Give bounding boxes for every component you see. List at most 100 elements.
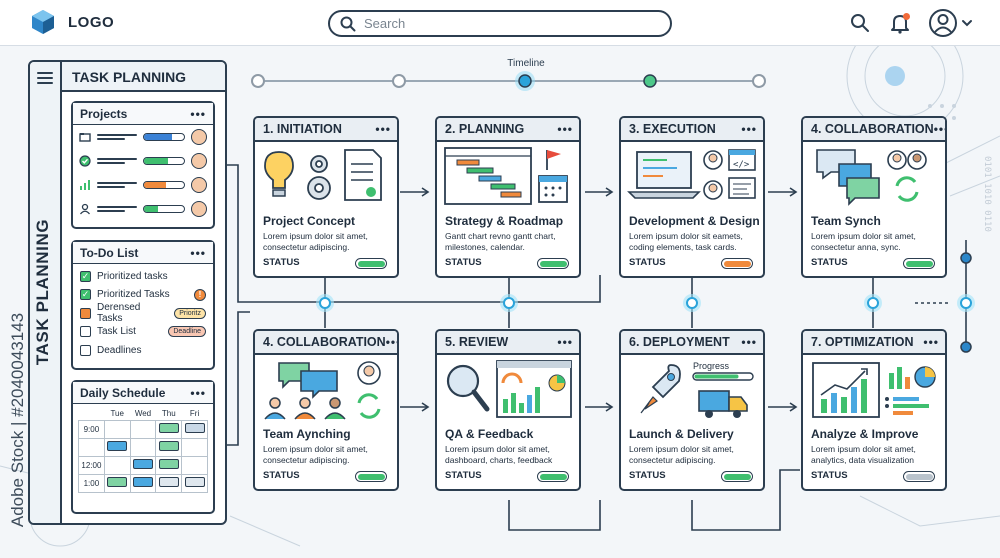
schedule-slot[interactable] [155, 455, 183, 475]
workflow-card[interactable]: 4. COLLABORATION ••• Team Synch Lorem ip… [801, 116, 947, 278]
schedule-slot[interactable] [181, 419, 208, 439]
card-illustration [809, 146, 939, 208]
schedule-slot[interactable] [103, 473, 131, 493]
more-options-icon[interactable]: ••• [375, 122, 391, 136]
card-illustration [443, 359, 573, 421]
todo-item[interactable]: Deadlines [73, 341, 213, 360]
card-subtitle: Development & Design [629, 214, 760, 228]
search-button[interactable] [848, 11, 872, 35]
status-toggle[interactable] [721, 471, 753, 482]
avatar[interactable] [191, 177, 207, 193]
schedule-slot[interactable] [181, 455, 208, 475]
schedule-event-block[interactable] [158, 441, 179, 451]
schedule-slot[interactable] [155, 419, 183, 439]
workflow-card[interactable]: 6. DEPLOYMENT ••• Progress Launch & Deli… [619, 329, 765, 491]
project-text-lines [97, 156, 137, 166]
status-toggle[interactable] [903, 471, 935, 482]
todo-checkbox[interactable]: ✓ [80, 289, 91, 301]
schedule-event-block[interactable] [132, 477, 153, 487]
schedule-slot[interactable] [103, 437, 131, 457]
schedule-day-header: Fri [189, 409, 200, 419]
developer-avatar-icon [703, 150, 723, 200]
flag-icon [546, 150, 561, 170]
todo-checkbox[interactable]: ✓ [80, 270, 91, 282]
todo-label: Prioritized Tasks [97, 289, 170, 301]
schedule-slot[interactable] [155, 473, 183, 493]
schedule-slot[interactable] [155, 437, 183, 457]
status-toggle[interactable] [537, 258, 569, 269]
more-options-icon[interactable]: ••• [741, 122, 757, 136]
schedule-slot[interactable] [129, 419, 157, 439]
status-toggle[interactable] [721, 258, 753, 269]
status-toggle[interactable] [355, 471, 387, 482]
card-subtitle: Launch & Delivery [629, 427, 734, 441]
more-options-icon[interactable]: ••• [385, 335, 397, 349]
project-row[interactable] [73, 149, 213, 173]
status-toggle[interactable] [355, 258, 387, 269]
notifications-button[interactable] [888, 11, 912, 35]
avatar[interactable] [191, 201, 207, 217]
workflow-card[interactable]: 5. REVIEW ••• QA & Feedback Lorem ipsum … [435, 329, 581, 491]
hamburger-menu-icon[interactable] [37, 72, 53, 87]
project-row[interactable] [73, 173, 213, 197]
user-menu-button[interactable] [928, 9, 976, 37]
schedule-event-block[interactable] [158, 423, 179, 433]
schedule-event-block[interactable] [184, 423, 205, 433]
avatar[interactable] [191, 153, 207, 169]
schedule-event-block[interactable] [132, 459, 153, 469]
project-row[interactable] [73, 125, 213, 149]
workflow-card[interactable]: 7. OPTIMIZATION ••• Analyze & Improve Lo… [801, 329, 947, 491]
schedule-slot[interactable] [181, 473, 208, 493]
search-input[interactable] [364, 16, 644, 31]
schedule-header: Daily Schedule ••• [73, 382, 213, 404]
project-row[interactable] [73, 197, 213, 221]
schedule-slot[interactable] [103, 419, 131, 439]
card-header: 2. PLANNING ••• [437, 118, 579, 142]
workflow-card[interactable]: 4. COLLABORATION ••• Team Aynching Lorem… [253, 329, 399, 491]
todo-checkbox[interactable] [80, 326, 91, 338]
schedule-event-block[interactable] [107, 477, 128, 487]
schedule-time: 1:00 [78, 473, 105, 493]
bar-chart-icon [79, 179, 91, 191]
more-options-icon[interactable]: ••• [190, 385, 206, 400]
logo[interactable]: LOGO [30, 9, 114, 35]
more-options-icon[interactable]: ••• [741, 335, 757, 349]
schedule-event-block[interactable] [158, 477, 179, 487]
schedule-slot[interactable] [129, 437, 157, 457]
schedule-slot[interactable] [181, 437, 208, 457]
panel-title: TASK PLANNING [62, 62, 225, 92]
card-subtitle: QA & Feedback [445, 427, 534, 441]
schedule-slot[interactable] [129, 473, 157, 493]
status-toggle[interactable] [537, 471, 569, 482]
card-description: Lorem ipsum dolor sit amet, consectetur … [263, 444, 368, 465]
schedule-event-block[interactable] [158, 459, 179, 469]
todo-checkbox[interactable] [80, 307, 91, 319]
timeline-label: Timeline [507, 58, 545, 69]
todo-checkbox[interactable] [80, 344, 91, 356]
schedule-event-block[interactable] [107, 441, 128, 451]
todo-item[interactable]: ✓Prioritized Tasks! [73, 286, 213, 305]
schedule-day-header: Tue [110, 409, 124, 419]
more-options-icon[interactable]: ••• [923, 335, 939, 349]
todo-item[interactable]: ✓Prioritized tasks [73, 267, 213, 286]
avatar[interactable] [191, 129, 207, 145]
more-options-icon[interactable]: ••• [557, 122, 573, 136]
search-bar[interactable] [328, 10, 672, 37]
more-options-icon[interactable]: ••• [190, 106, 206, 121]
schedule-slot[interactable] [129, 455, 157, 475]
workflow-card[interactable]: 2. PLANNING ••• Strategy & Roadmap Gantt… [435, 116, 581, 278]
schedule-slot[interactable] [103, 455, 131, 475]
user-avatar-icon [357, 361, 381, 385]
card-subtitle: Analyze & Improve [811, 427, 919, 441]
more-options-icon[interactable]: ••• [190, 245, 206, 260]
workflow-card[interactable]: 1. INITIATION ••• Project Concept Lorem … [253, 116, 399, 278]
calendar-icon [538, 175, 568, 203]
document-icon [344, 149, 382, 201]
status-toggle[interactable] [903, 258, 935, 269]
more-options-icon[interactable]: ••• [557, 335, 573, 349]
schedule-event-block[interactable] [184, 477, 205, 487]
more-options-icon[interactable]: ••• [933, 122, 945, 136]
workflow-card[interactable]: 3. EXECUTION ••• </> Development & Desig… [619, 116, 765, 278]
